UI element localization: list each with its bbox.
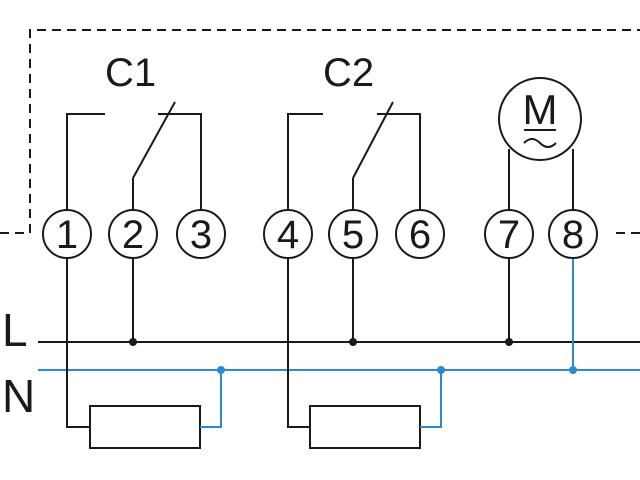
contact-c2: C2 [287,51,421,212]
terminal-1-circle [42,209,92,259]
load-1 [89,405,201,449]
neutral-rail-label: N [2,370,35,422]
contact-c1-common-wire [66,113,105,212]
terminal-7-circle [484,209,534,259]
terminal-4-circle [263,209,313,259]
contact-c2-label: C2 [323,51,374,95]
motor-circle [498,77,582,161]
terminal-5-label: 5 [342,213,364,257]
terminal-2-circle [108,209,158,259]
junction-neutral-8 [569,366,577,374]
terminal-1: 1 [42,209,92,259]
contact-c1: C1 [66,51,202,212]
contact-c1-fixed-wire [158,113,202,212]
terminal-6: 6 [395,209,445,259]
junction-neutral-load-1 [217,366,225,374]
terminal-4: 4 [263,209,313,259]
wire-load-1-to-neutral [200,370,222,428]
junction-neutral-load-2 [437,366,445,374]
terminal-1-label: 1 [56,213,78,257]
junction-live-5 [349,338,357,346]
contact-c2-fixed-wire [377,113,421,212]
terminal-5-circle [328,209,378,259]
wire-load-2-to-neutral [420,370,442,428]
terminal-7-label: 7 [498,213,520,257]
terminal-2: 2 [108,209,158,259]
terminal-6-circle [395,209,445,259]
contact-c2-common-wire [287,113,323,212]
terminal-5: 5 [328,209,378,259]
terminal-3-circle [176,209,226,259]
terminal-8: 8 [548,209,598,259]
terminal-8-circle [548,209,598,259]
wire-terminal-1-to-load-1 [66,256,90,428]
terminal-3: 3 [176,209,226,259]
junction-live-7 [505,338,513,346]
terminal-3-label: 3 [190,213,212,257]
terminal-4-label: 4 [277,213,299,257]
motor-ac-symbol [523,138,557,148]
terminal-6-label: 6 [409,213,431,257]
enclosure-boundary [0,29,640,234]
terminal-8-label: 8 [562,213,584,257]
motor-label: M [523,86,558,133]
terminal-2-label: 2 [122,213,144,257]
contact-c1-label: C1 [105,51,156,95]
motor: M [498,77,582,212]
junction-live-2 [129,338,137,346]
live-rail-label: L [2,304,28,356]
load-2 [309,405,421,449]
terminal-7: 7 [484,209,534,259]
wire-terminal-4-to-load-2 [287,256,310,428]
